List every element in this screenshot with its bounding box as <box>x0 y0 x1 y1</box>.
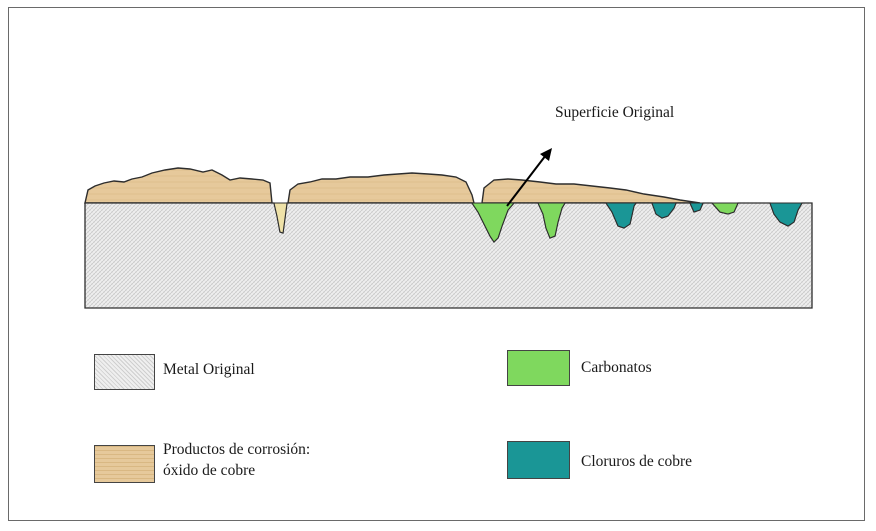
legend-label-chloride: Cloruros de cobre <box>581 453 693 470</box>
legend-label-corrosion-line2: óxido de cobre <box>163 462 256 479</box>
legend-label-carbonate: Carbonatos <box>581 359 652 376</box>
carbonate-pit-1 <box>471 202 516 243</box>
chloride-pit-4 <box>769 202 803 227</box>
legend-swatch-chloride <box>507 441 570 479</box>
legend-label-corrosion-line1: Productos de corrosión: <box>163 441 311 458</box>
annotation-arrow-head <box>540 148 552 161</box>
corrosion-layer-right <box>481 178 701 204</box>
corrosion-layer-left <box>84 167 273 204</box>
legend-swatch-corrosion <box>94 445 155 483</box>
original-metal <box>84 202 813 309</box>
legend-swatch-carbonate <box>507 350 570 386</box>
annotation-label: Superficie Original <box>555 104 675 121</box>
carbonate-pit-2 <box>537 202 566 239</box>
corrosion-layer-middle <box>287 172 475 204</box>
legend-swatch-metal <box>94 354 155 390</box>
legend-label-metal: Metal Original <box>163 361 255 378</box>
annotation-arrow-line <box>506 154 547 207</box>
